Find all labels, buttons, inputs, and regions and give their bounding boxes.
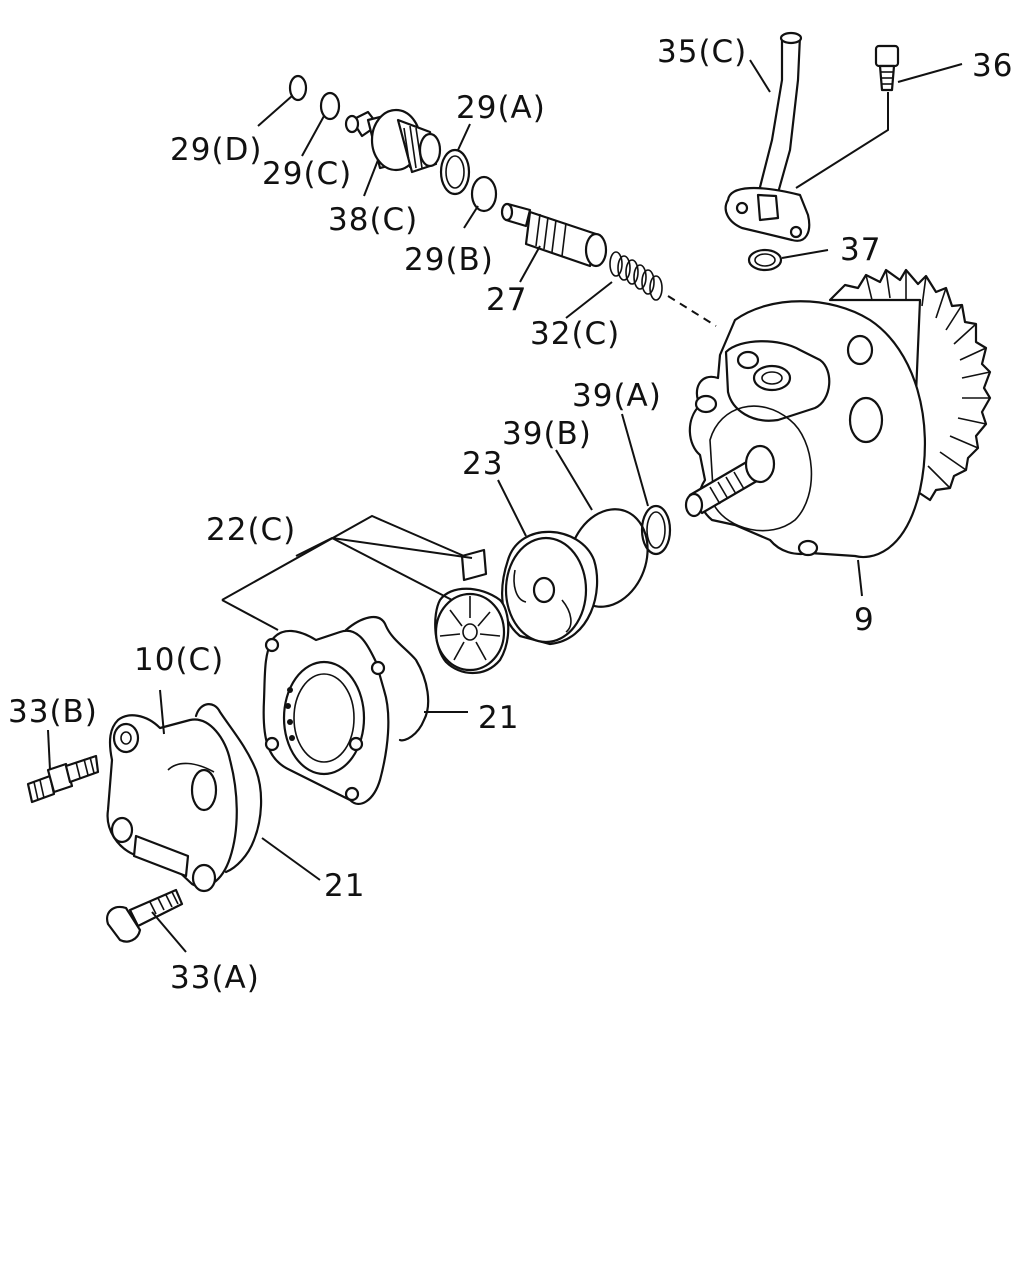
callout-36: 36 (972, 48, 1013, 84)
part-32c-spring (609, 251, 663, 301)
callout-38c: 38(C) (328, 202, 418, 238)
part-27-valve-plunger (500, 202, 608, 268)
callout-33b: 33(B) (8, 694, 98, 730)
callout-21-upper: 21 (478, 700, 519, 736)
part-37-gasket (747, 248, 783, 272)
callout-29d: 29(D) (170, 132, 263, 168)
callout-39b: 39(B) (502, 416, 592, 452)
part-22c-rotor-vanes (434, 548, 510, 674)
part-36-bolt (874, 44, 900, 92)
part-10c-cover (106, 714, 238, 893)
callout-9: 9 (854, 602, 875, 638)
callout-32c: 32(C) (530, 316, 620, 352)
callout-29a: 29(A) (456, 90, 546, 126)
callout-37: 37 (840, 232, 881, 268)
callout-27: 27 (486, 282, 527, 318)
callout-labels: 35(C) 36 29(A) 29(D) 29(C) 38(C) 29(B) 3… (8, 34, 1013, 996)
part-29d-o-ring (288, 74, 308, 102)
part-pump-plate (262, 629, 390, 805)
part-35c-pipe (724, 31, 811, 242)
callout-10c: 10(C) (134, 642, 224, 678)
part-29c-o-ring (319, 91, 341, 121)
part-29b-o-ring (470, 175, 498, 213)
leader-lines (47, 59, 963, 953)
part-9-pump-housing (684, 268, 992, 559)
part-23-cam-plate (501, 530, 599, 646)
callout-23: 23 (462, 446, 503, 482)
part-29a-o-ring (439, 148, 471, 196)
callout-22c: 22(C) (206, 512, 296, 548)
part-21-gasket-upper (344, 615, 430, 742)
part-21-gasket-lower (194, 703, 263, 874)
part-39a-o-ring (640, 504, 672, 556)
callout-39a: 39(A) (572, 378, 662, 414)
callout-21-lower: 21 (324, 868, 365, 904)
part-38c-valve-body (344, 108, 442, 174)
callout-35c: 35(C) (657, 34, 747, 70)
part-33b-stud-bolt (26, 754, 100, 804)
callout-33a: 33(A) (170, 960, 260, 996)
callout-29c: 29(C) (262, 156, 352, 192)
callout-29b: 29(B) (404, 242, 494, 278)
part-33a-bolt (106, 888, 184, 943)
